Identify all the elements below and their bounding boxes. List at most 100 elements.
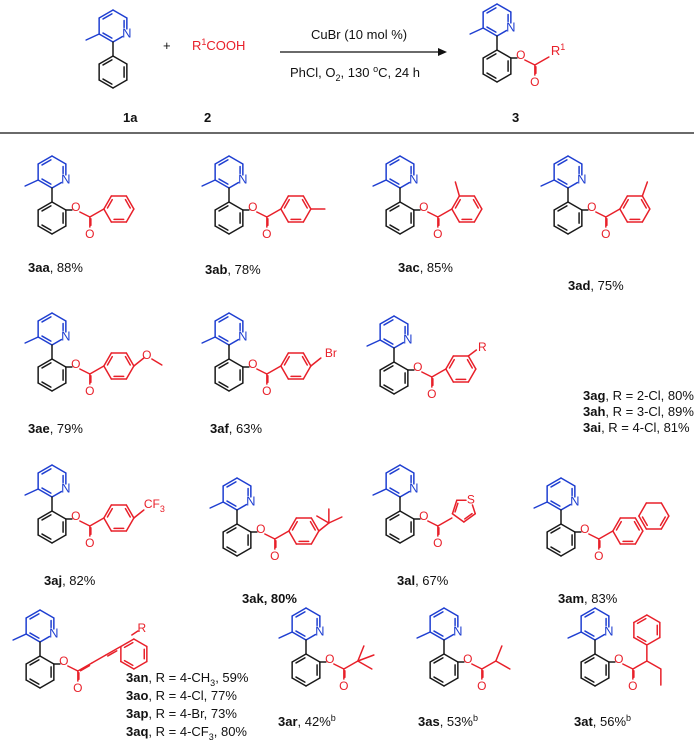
phenol-ring-bond <box>429 653 445 663</box>
ester-o-label: O <box>325 652 334 666</box>
o-carbonyl-bond <box>79 520 91 527</box>
product-pyridine-ring-bond <box>496 3 512 13</box>
reactant-1a-label: 1a <box>123 110 138 125</box>
label-3ar: 3ar, 42%b <box>278 713 336 729</box>
phenol-ring-bond <box>25 655 41 665</box>
acyl-aryl-ring-bond-inner <box>124 355 132 366</box>
pyridine-methyl <box>209 501 224 509</box>
pyridine-ring-bond-inner <box>295 611 306 618</box>
pyridine-ring-bond <box>214 312 230 322</box>
phenol-ring-bond-inner <box>218 224 229 231</box>
pyridine-ring-bond-inner <box>433 611 444 618</box>
pyridine-ring-bond <box>291 631 307 641</box>
pyridine-ring-hetero-label: N <box>403 331 412 346</box>
pyridine-methyl <box>24 336 39 344</box>
phenol-ring-bond-inner <box>433 676 444 683</box>
acyl-aryl-ring-bond-inner <box>291 520 299 531</box>
pyridine-ring-hetero-label: N <box>409 480 418 495</box>
acyl-aryl-ring-bond <box>288 530 298 545</box>
pyridine-methyl <box>24 488 39 496</box>
carbonyl-o-label: O <box>594 549 603 563</box>
acyl-aryl-ring-bond-inner <box>448 358 456 369</box>
pyridine-methyl <box>201 336 216 344</box>
pyridine-methyl <box>540 179 555 187</box>
ester-o-label: O <box>580 522 589 536</box>
conditions-catalyst: CuBr (10 mol %) <box>311 27 407 42</box>
acyl-aryl-ring-bond <box>612 517 622 532</box>
phenol-ring-bond <box>51 510 67 520</box>
phenol-ring-bond <box>37 201 53 211</box>
reactant-pyridine-ring-bond <box>98 33 114 43</box>
phenol-ring-bond <box>214 358 230 368</box>
pyridine-ring-bond-inner <box>41 468 52 475</box>
pyridine-methyl <box>366 339 381 347</box>
tbu-methyl <box>357 654 375 662</box>
acyl-aryl-ring-bond-inner <box>106 507 114 518</box>
pyridine-ring-hetero-label: N <box>570 493 579 508</box>
acyl-aryl-ring-bond <box>634 530 644 545</box>
phenol-ring-bond <box>385 510 401 520</box>
acyl-aryl-ring-bond <box>612 530 622 545</box>
pyridine-ring-bond-inner <box>584 630 595 637</box>
pyridine-ring-bond <box>25 633 41 643</box>
ipr-methyl <box>495 660 511 670</box>
carbonyl-o-label: O <box>270 549 279 563</box>
pyridine-ring-bond <box>37 155 53 165</box>
phenol-ring-bond <box>385 534 401 544</box>
reactant-phenyl-ring-bond <box>112 79 128 89</box>
pyridine-ring-bond <box>214 155 230 165</box>
acyl-aryl-ring-bond <box>473 195 483 210</box>
reaction-arrowhead <box>438 48 447 56</box>
pyridine-ring-bond <box>236 477 252 487</box>
label-3ai: 3ai, R = 4-Cl, 81% <box>583 420 690 435</box>
alpha-phenyl-ring-bond <box>646 636 661 646</box>
o-carbonyl-bond <box>622 663 634 670</box>
pyridine-ring-bond <box>222 501 238 511</box>
phenol-ring-bond-inner <box>557 205 568 212</box>
pyridine-ring-bond <box>222 477 238 487</box>
aryl-link <box>598 530 614 540</box>
meta-methyl <box>641 181 649 197</box>
phenol-ring-bond <box>393 361 409 371</box>
phenol-ring-bond <box>37 510 53 520</box>
pyridine-ring-bond <box>214 336 230 346</box>
phenol-ring-bond-inner <box>550 546 561 553</box>
pyridine-ring-bond <box>429 607 445 617</box>
carbonyl-o-label: O <box>85 536 94 550</box>
carbonyl-o-label: O <box>477 679 486 693</box>
carbonyl-o-label: O <box>85 227 94 241</box>
pyridine-ring-bond-inner <box>383 338 394 345</box>
pyridine-ring-bond <box>228 155 244 165</box>
tbu-methyl <box>357 645 365 662</box>
label-3ag: 3ag, R = 2-Cl, 80% <box>583 388 694 403</box>
pyridine-ring-bond <box>37 464 53 474</box>
pyridine-ring-bond <box>567 155 583 165</box>
phenol-ring-bond <box>236 547 252 557</box>
pyridine-ring-bond-inner <box>557 159 568 166</box>
alpha-phenyl-ring-bond <box>633 636 648 646</box>
label-3af: 3af, 63% <box>210 421 262 436</box>
pyridine-ring-bond <box>393 315 409 325</box>
pyridine-methyl <box>278 631 293 639</box>
pyridine-ring-bond-inner <box>550 481 561 488</box>
phenol-ring-bond <box>291 677 307 687</box>
vinyl-bond <box>91 654 107 664</box>
phenol-ring-bond <box>580 677 596 687</box>
pyridine-ring-bond-inner <box>389 159 400 166</box>
phenol-ring-bond-inner <box>383 384 394 391</box>
product-phenol-ring-bond <box>496 73 512 83</box>
phenol-ring-bond <box>379 361 395 371</box>
phenol-ring-bond <box>214 201 230 211</box>
acyl-aryl-ring-bond <box>288 517 298 532</box>
pyridine-ring-hetero-label: N <box>238 328 247 343</box>
phenol-ring-bond-inner <box>383 365 394 372</box>
pyridine-ring-hetero-label: N <box>409 171 418 186</box>
ortho-methyl <box>454 181 461 197</box>
ester-o-label: O <box>71 357 80 371</box>
pyridine-ring-bond <box>37 312 53 322</box>
pyridine-ring-bond <box>37 179 53 189</box>
label-3ae: 3ae, 79% <box>28 421 83 436</box>
acyl-aryl-ring-bond <box>467 355 477 370</box>
